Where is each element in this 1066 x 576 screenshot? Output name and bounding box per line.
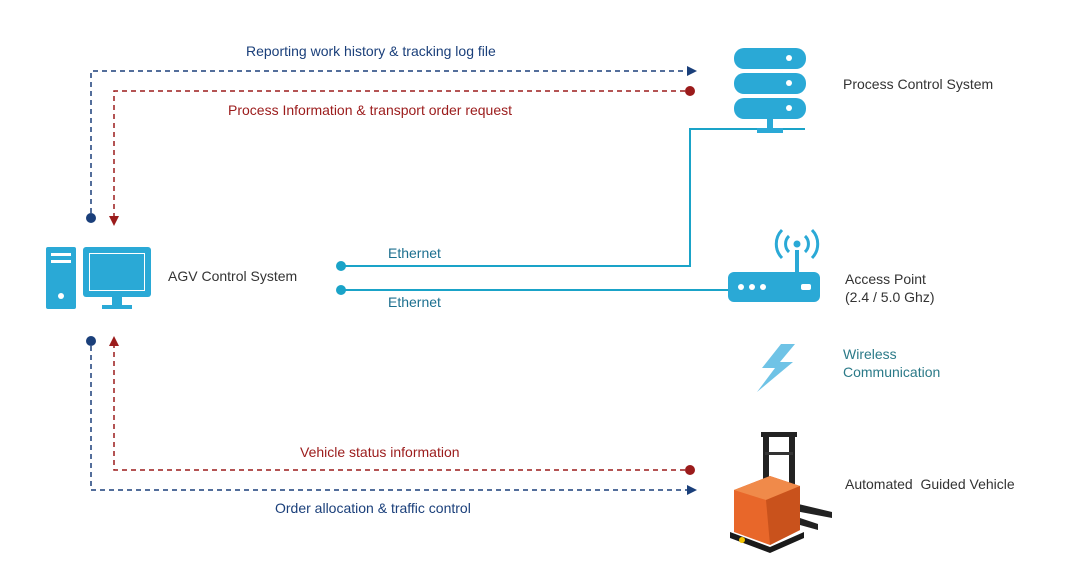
wifi-router-icon	[728, 228, 820, 302]
ethernet-label-top: Ethernet	[388, 245, 441, 261]
server-stack-icon	[734, 48, 806, 133]
agv-control-system-label: AGV Control System	[168, 268, 298, 284]
ethernet-line-access-point	[336, 285, 728, 295]
order-allocation-flow-label: Order allocation & traffic control	[275, 500, 471, 516]
agv-vehicle-label: Automated Guided Vehicle	[845, 476, 1015, 492]
process-control-system-label: Process Control System	[843, 76, 994, 92]
reporting-flow-line	[86, 66, 697, 223]
wireless-label-line2: Communication	[843, 364, 941, 380]
desktop-computer-icon	[46, 247, 151, 309]
order-allocation-flow-line	[86, 336, 697, 495]
ethernet-label-bottom: Ethernet	[388, 294, 441, 310]
ethernet-line-process-control	[336, 128, 805, 271]
reporting-flow-label: Reporting work history & tracking log fi…	[246, 43, 496, 59]
lightning-bolt-icon	[757, 344, 795, 392]
process-info-flow-line	[109, 86, 695, 226]
access-point-label: Access Point	[845, 271, 926, 287]
forklift-agv-icon	[730, 346, 832, 553]
vehicle-status-flow-label: Vehicle status information	[300, 444, 460, 460]
access-point-frequency-label: (2.4 / 5.0 Ghz)	[845, 289, 935, 305]
vehicle-status-flow-line	[109, 336, 695, 475]
wireless-label-line1: Wireless	[843, 346, 897, 362]
process-info-flow-label: Process Information & transport order re…	[228, 102, 513, 118]
